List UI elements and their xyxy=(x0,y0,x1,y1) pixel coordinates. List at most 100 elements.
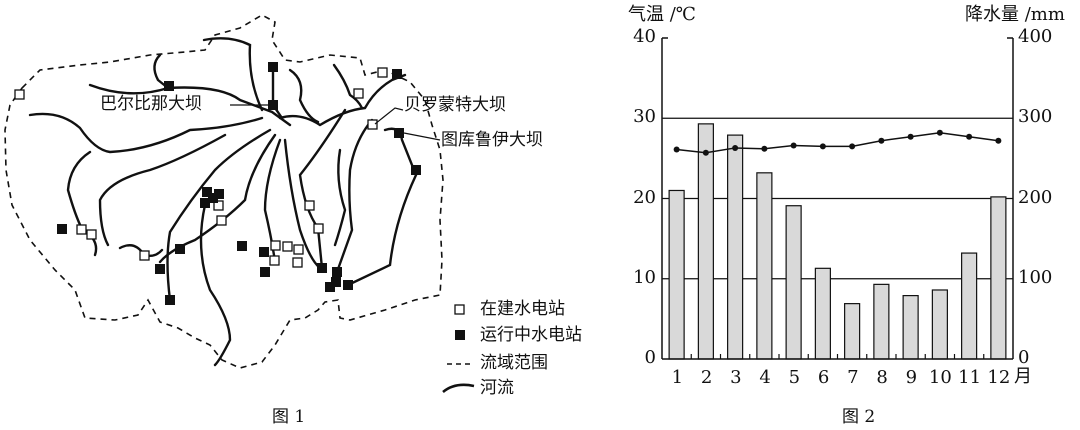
station-under-construction xyxy=(377,67,388,78)
station-operating xyxy=(411,165,421,175)
station-under-construction xyxy=(270,240,281,251)
month-unit: 月 xyxy=(1014,366,1032,387)
station-operating xyxy=(392,69,402,79)
legend-river-line xyxy=(442,383,475,394)
temperature-point xyxy=(995,137,1002,144)
precip-bar xyxy=(902,295,919,360)
temperature-point xyxy=(761,145,768,152)
legend-label-under-construction: 在建水电站 xyxy=(480,299,565,319)
right-tick-label: 100 xyxy=(1018,266,1053,288)
month-label: 6 xyxy=(817,367,830,388)
stations-under-construction xyxy=(14,67,388,268)
left-axis-title: 气温 /℃ xyxy=(628,4,696,25)
left-tick-label: 20 xyxy=(633,186,656,208)
station-operating xyxy=(57,224,67,234)
month-label: 4 xyxy=(759,367,771,388)
legend-label-operating: 运行中水电站 xyxy=(480,325,582,345)
temperature-point xyxy=(790,142,797,149)
month-label: 3 xyxy=(730,367,742,388)
figure1-caption: 图 1 xyxy=(272,407,306,427)
left-tick-label: 40 xyxy=(633,26,656,47)
month-label: 11 xyxy=(958,367,982,388)
legend-label-basin-boundary: 流域范围 xyxy=(480,353,548,373)
station-operating xyxy=(237,241,247,251)
temperature-point xyxy=(849,143,856,150)
station-operating xyxy=(175,244,185,254)
temperature-line xyxy=(676,131,999,154)
dam-label-tucurui: 图库鲁伊大坝 xyxy=(441,130,543,150)
dam-label-balbina: 巴尔比那大坝 xyxy=(100,94,202,114)
precip-bar xyxy=(990,196,1007,360)
right-tick-label: 300 xyxy=(1018,106,1053,128)
station-operating xyxy=(208,193,218,203)
precip-bar xyxy=(931,289,948,360)
month-label: 9 xyxy=(905,367,918,388)
station-under-construction xyxy=(14,89,25,100)
month-label: 5 xyxy=(788,367,801,388)
month-label: 7 xyxy=(847,367,859,388)
right-axis-title: 降水量 /mm xyxy=(965,4,1065,25)
station-operating xyxy=(214,189,224,199)
legend-label-river: 河流 xyxy=(480,378,514,398)
station-operating xyxy=(317,263,327,273)
station-operating xyxy=(260,267,270,277)
temperature-point xyxy=(702,149,709,156)
precip-bar xyxy=(961,252,978,360)
leader-lines xyxy=(230,104,441,141)
stations-operating xyxy=(57,62,421,305)
station-operating xyxy=(259,247,269,257)
station-under-construction xyxy=(86,229,97,240)
precip-bar xyxy=(873,283,890,360)
left-tick-label: 30 xyxy=(633,106,656,128)
month-label: 1 xyxy=(671,367,684,388)
precip-bar xyxy=(785,205,802,360)
station-operating xyxy=(394,128,404,138)
station-under-construction xyxy=(313,223,324,234)
temperature-point xyxy=(878,137,885,144)
station-operating xyxy=(325,282,335,292)
month-label: 2 xyxy=(700,367,713,388)
station-operating xyxy=(268,62,278,72)
precip-bar xyxy=(668,189,685,360)
station-operating xyxy=(343,280,353,290)
legend-symbols xyxy=(442,304,475,394)
station-operating xyxy=(155,264,165,274)
station-operating xyxy=(164,81,174,91)
station-under-construction xyxy=(292,257,303,268)
station-under-construction xyxy=(216,215,227,226)
temperature-point xyxy=(819,143,826,150)
basin-map xyxy=(4,14,475,394)
figure2-caption: 图 2 xyxy=(842,407,876,427)
station-operating xyxy=(200,198,210,208)
dam-label-belo-monte: 贝罗蒙特大坝 xyxy=(404,95,506,115)
station-under-construction xyxy=(353,88,364,99)
station-under-construction xyxy=(367,119,378,130)
legend-filled-square xyxy=(455,330,465,340)
station-under-construction xyxy=(293,244,304,255)
station-under-construction xyxy=(282,241,293,252)
temperature-point xyxy=(907,133,914,140)
legend-open-square xyxy=(454,304,465,315)
station-operating xyxy=(165,295,175,305)
temperature-point xyxy=(673,146,680,153)
station-operating xyxy=(331,277,341,287)
right-tick-label: 0 xyxy=(1018,347,1030,368)
station-under-construction xyxy=(269,255,280,266)
left-tick-label: 10 xyxy=(633,266,656,288)
station-operating xyxy=(332,267,342,277)
right-tick-label: 200 xyxy=(1018,186,1053,208)
precip-bar xyxy=(814,267,831,360)
station-operating xyxy=(268,100,278,110)
month-label: 10 xyxy=(928,367,952,388)
station-under-construction xyxy=(304,200,315,211)
month-label: 8 xyxy=(876,367,888,388)
basin-boundary xyxy=(4,14,444,369)
station-under-construction xyxy=(76,224,87,235)
month-label: 12 xyxy=(987,367,1011,388)
temperature-point xyxy=(732,144,739,151)
station-operating xyxy=(202,187,212,197)
precip-bar xyxy=(756,172,773,360)
station-under-construction xyxy=(213,200,224,211)
right-tick-label: 400 xyxy=(1018,26,1053,47)
left-tick-label: 0 xyxy=(644,347,656,368)
